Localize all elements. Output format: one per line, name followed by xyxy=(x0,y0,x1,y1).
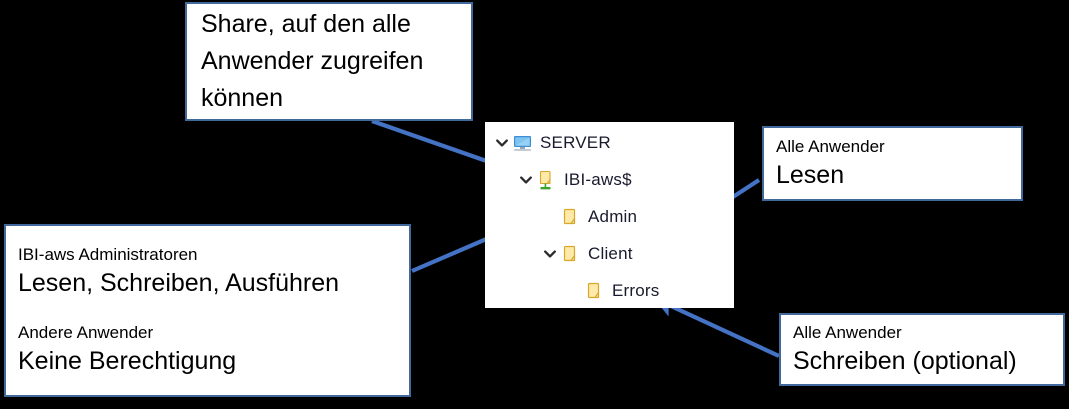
folder-icon xyxy=(559,206,581,228)
other-users-permissions: Keine Berechtigung xyxy=(18,346,237,375)
computer-icon xyxy=(511,132,533,154)
folder-icon xyxy=(559,243,581,265)
folder-icon xyxy=(583,280,605,302)
callout-spacer xyxy=(18,300,397,322)
expander-placeholder xyxy=(565,282,583,300)
arrow-write-to-errors xyxy=(653,297,780,358)
read-callout-body: Lesen xyxy=(776,160,845,189)
tree-row-label: Errors xyxy=(612,281,660,300)
tree-row-ibi-aws[interactable]: IBI-aws$ xyxy=(517,165,632,195)
write-callout-heading: Alle Anwender xyxy=(793,322,902,342)
expander-placeholder xyxy=(541,208,559,226)
other-users-heading: Andere Anwender xyxy=(18,322,154,342)
folder-tree-panel: SERVER IBI-aws$ xyxy=(485,122,734,308)
write-callout: Alle Anwender Schreiben (optional) xyxy=(779,313,1065,386)
share-callout-line-3: können xyxy=(201,84,284,112)
tree-row-label: IBI-aws$ xyxy=(564,170,632,189)
tree-row-label: Admin xyxy=(588,207,638,226)
tree-row-server[interactable]: SERVER xyxy=(493,128,611,158)
write-callout-body: Schreiben (optional) xyxy=(793,346,1017,375)
chevron-down-icon[interactable] xyxy=(541,245,559,263)
share-callout-line-2: Anwender zugreifen xyxy=(201,47,424,75)
read-callout-heading: Alle Anwender xyxy=(776,136,885,156)
tree-row-label: SERVER xyxy=(540,133,611,152)
administrators-heading: IBI-aws Administratoren xyxy=(18,244,198,264)
tree-row-label: Client xyxy=(588,244,633,263)
shared-folder-icon xyxy=(535,169,557,191)
tree-row-admin[interactable]: Admin xyxy=(541,202,637,232)
tree-row-errors[interactable]: Errors xyxy=(565,276,659,306)
share-callout-line-1: Share, auf den alle xyxy=(201,10,411,38)
tree-row-client[interactable]: Client xyxy=(541,239,633,269)
read-callout: Alle Anwender Lesen xyxy=(762,126,1023,201)
administrators-permissions: Lesen, Schreiben, Ausführen xyxy=(18,268,340,297)
chevron-down-icon[interactable] xyxy=(493,134,511,152)
administrators-callout: IBI-aws Administratoren Lesen, Schreiben… xyxy=(4,224,411,397)
chevron-down-icon[interactable] xyxy=(517,171,535,189)
share-callout: Share, auf den alle Anwender zugreifen k… xyxy=(185,2,473,121)
